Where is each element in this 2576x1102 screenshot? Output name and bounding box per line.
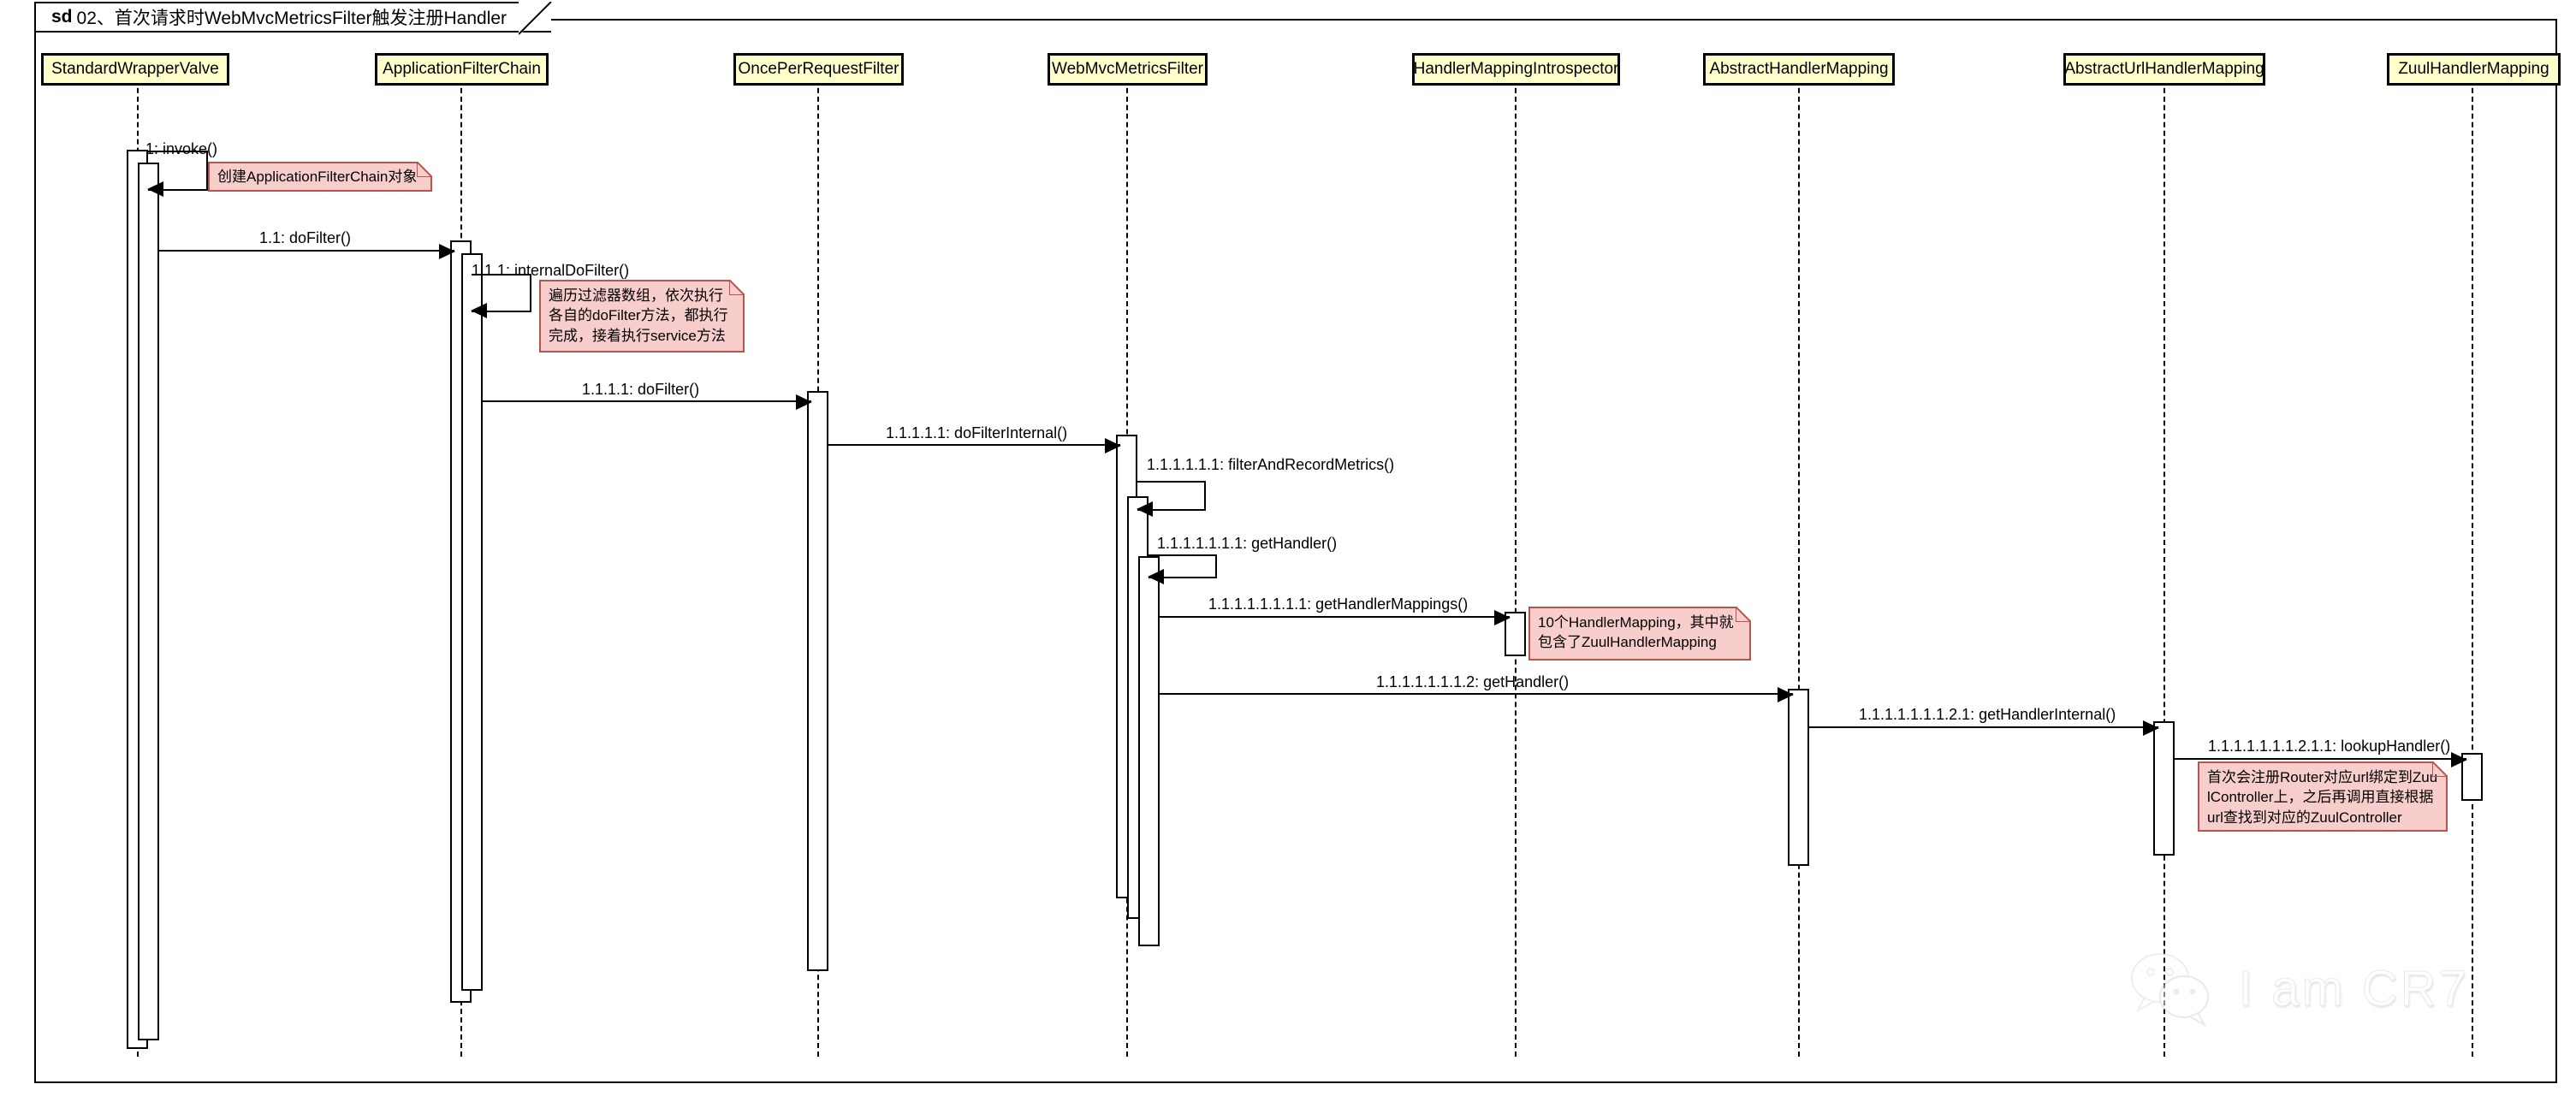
activation-web-mvc-metrics-filter-nested-2 xyxy=(1138,556,1160,946)
lifeline-head-application-filter-chain[interactable]: ApplicationFilterChain xyxy=(375,53,549,86)
activation-application-filter-chain-nested xyxy=(461,253,483,991)
lifeline-abstract-handler-mapping xyxy=(1798,54,1800,1057)
frame-keyword: sd xyxy=(51,7,73,27)
activation-abstract-url-handler-mapping xyxy=(2153,721,2175,856)
arrowhead-right-icon xyxy=(796,394,812,410)
message-msg-gethandler-self[interactable] xyxy=(1148,554,1217,584)
message-msg-filterandrecordmetrics[interactable] xyxy=(1137,481,1206,517)
activation-standard-wrapper-valve-nested xyxy=(138,163,159,1040)
lifeline-head-label: ApplicationFilterChain xyxy=(383,60,541,78)
arrowhead-left-icon xyxy=(471,303,487,318)
arrowhead-right-icon xyxy=(1105,438,1121,453)
frame-corner-fold xyxy=(519,2,554,36)
arrowhead-right-icon xyxy=(1494,610,1511,625)
activation-once-per-request-filter xyxy=(807,391,828,971)
message-label-msg-dofilterinternal: 1.1.1.1.1: doFilterInternal() xyxy=(886,424,1068,441)
arrowhead-right-icon xyxy=(2451,752,2467,767)
lifeline-head-label: HandlerMappingIntrospector xyxy=(1413,60,1619,78)
lifeline-head-standard-wrapper-valve[interactable]: StandardWrapperValve xyxy=(41,53,229,86)
frame-title: 02、首次请求时WebMvcMetricsFilter触发注册Handler xyxy=(76,9,507,28)
message-label-msg-lookuphandler: 1.1.1.1.1.1.1.2.1.1: lookupHandler() xyxy=(2208,738,2451,755)
arrowhead-left-icon xyxy=(1137,501,1153,517)
message-label-msg-gethandlerinternal: 1.1.1.1.1.1.1.2.1: getHandlerInternal() xyxy=(1859,706,2116,723)
lifeline-head-once-per-request-filter[interactable]: OncePerRequestFilter xyxy=(733,53,904,86)
arrowhead-right-icon xyxy=(439,244,455,259)
lifeline-handler-mapping-introspector xyxy=(1515,54,1517,1057)
note-create-chain: 创建ApplicationFilterChain对象 xyxy=(208,162,432,192)
lifeline-head-label: WebMvcMetricsFilter xyxy=(1052,60,1203,78)
note-fold-corner xyxy=(2432,761,2448,777)
message-msg-dofilter-2[interactable] xyxy=(483,394,812,410)
message-msg-lookuphandler[interactable] xyxy=(2175,752,2467,767)
diagram-frame-border xyxy=(34,19,2557,1083)
message-label-msg-invoke: 1: invoke() xyxy=(145,140,218,157)
arrowhead-right-icon xyxy=(2143,720,2159,736)
lifeline-head-label: ZuulHandlerMapping xyxy=(2398,60,2549,78)
message-msg-gethandler[interactable] xyxy=(1160,687,1794,702)
activation-abstract-handler-mapping xyxy=(1788,689,1809,866)
message-label-msg-gethandler-self: 1.1.1.1.1.1.1: getHandler() xyxy=(1157,535,1338,552)
diagram-frame-top-edge xyxy=(34,19,2557,21)
message-label-msg-filterandrecordmetrics: 1.1.1.1.1.1: filterAndRecordMetrics() xyxy=(1147,456,1395,473)
lifeline-head-zuul-handler-mapping[interactable]: ZuulHandlerMapping xyxy=(2387,53,2561,86)
lifeline-head-abstract-url-handler-mapping[interactable]: AbstractUrlHandlerMapping xyxy=(2063,53,2265,86)
message-label-msg-dofilter: 1.1: doFilter() xyxy=(259,229,352,246)
lifeline-zuul-handler-mapping xyxy=(2472,54,2473,1057)
lifeline-head-handler-mapping-introspector[interactable]: HandlerMappingIntrospector xyxy=(1412,53,1620,86)
note-text: 创建ApplicationFilterChain对象 xyxy=(217,168,418,185)
note-handler-mappings: 10个HandlerMapping，其中就包含了ZuulHandlerMappi… xyxy=(1528,607,1751,661)
note-fold-corner xyxy=(729,280,745,295)
lifeline-abstract-url-handler-mapping xyxy=(2163,54,2165,1057)
message-msg-gethandlermappings[interactable] xyxy=(1160,610,1511,625)
note-filter-array: 遍历过滤器数组，依次执行各自的doFilter方法，都执行完成，接着执行serv… xyxy=(539,280,745,353)
message-msg-dofilter[interactable] xyxy=(159,244,455,259)
arrowhead-left-icon xyxy=(147,181,163,197)
activation-zuul-handler-mapping xyxy=(2461,753,2483,801)
message-msg-gethandlerinternal[interactable] xyxy=(1809,720,2159,736)
message-label-msg-gethandler: 1.1.1.1.1.1.1.2: getHandler() xyxy=(1376,673,1570,690)
lifeline-head-label: AbstractUrlHandlerMapping xyxy=(2064,60,2264,78)
note-fold-corner xyxy=(417,162,432,177)
note-fold-corner xyxy=(1736,607,1751,622)
note-text: 遍历过滤器数组，依次执行各自的doFilter方法，都执行完成，接着执行serv… xyxy=(549,287,728,344)
note-register-router: 首次会注册Router对应url绑定到ZuulController上，之后再调用… xyxy=(2198,761,2448,832)
message-msg-internaldofilter[interactable] xyxy=(471,274,531,318)
lifeline-head-abstract-handler-mapping[interactable]: AbstractHandlerMapping xyxy=(1703,53,1895,86)
lifeline-head-label: AbstractHandlerMapping xyxy=(1709,60,1889,78)
message-msg-invoke[interactable] xyxy=(147,151,208,197)
note-text: 10个HandlerMapping，其中就包含了ZuulHandlerMappi… xyxy=(1538,614,1734,651)
arrowhead-left-icon xyxy=(1148,569,1164,584)
note-text: 首次会注册Router对应url绑定到ZuulController上，之后再调用… xyxy=(2207,769,2438,826)
lifeline-head-label: OncePerRequestFilter xyxy=(738,60,899,78)
lifeline-head-web-mvc-metrics-filter[interactable]: WebMvcMetricsFilter xyxy=(1048,53,1208,86)
arrowhead-right-icon xyxy=(1778,687,1794,702)
message-label-msg-dofilter-2: 1.1.1.1: doFilter() xyxy=(582,381,700,398)
lifeline-head-label: StandardWrapperValve xyxy=(51,60,219,78)
message-msg-dofilterinternal[interactable] xyxy=(828,438,1121,453)
message-label-msg-gethandlermappings: 1.1.1.1.1.1.1.1: getHandlerMappings() xyxy=(1208,595,1469,613)
diagram-frame-label: sd 02、首次请求时WebMvcMetricsFilter触发注册Handle… xyxy=(34,2,554,36)
